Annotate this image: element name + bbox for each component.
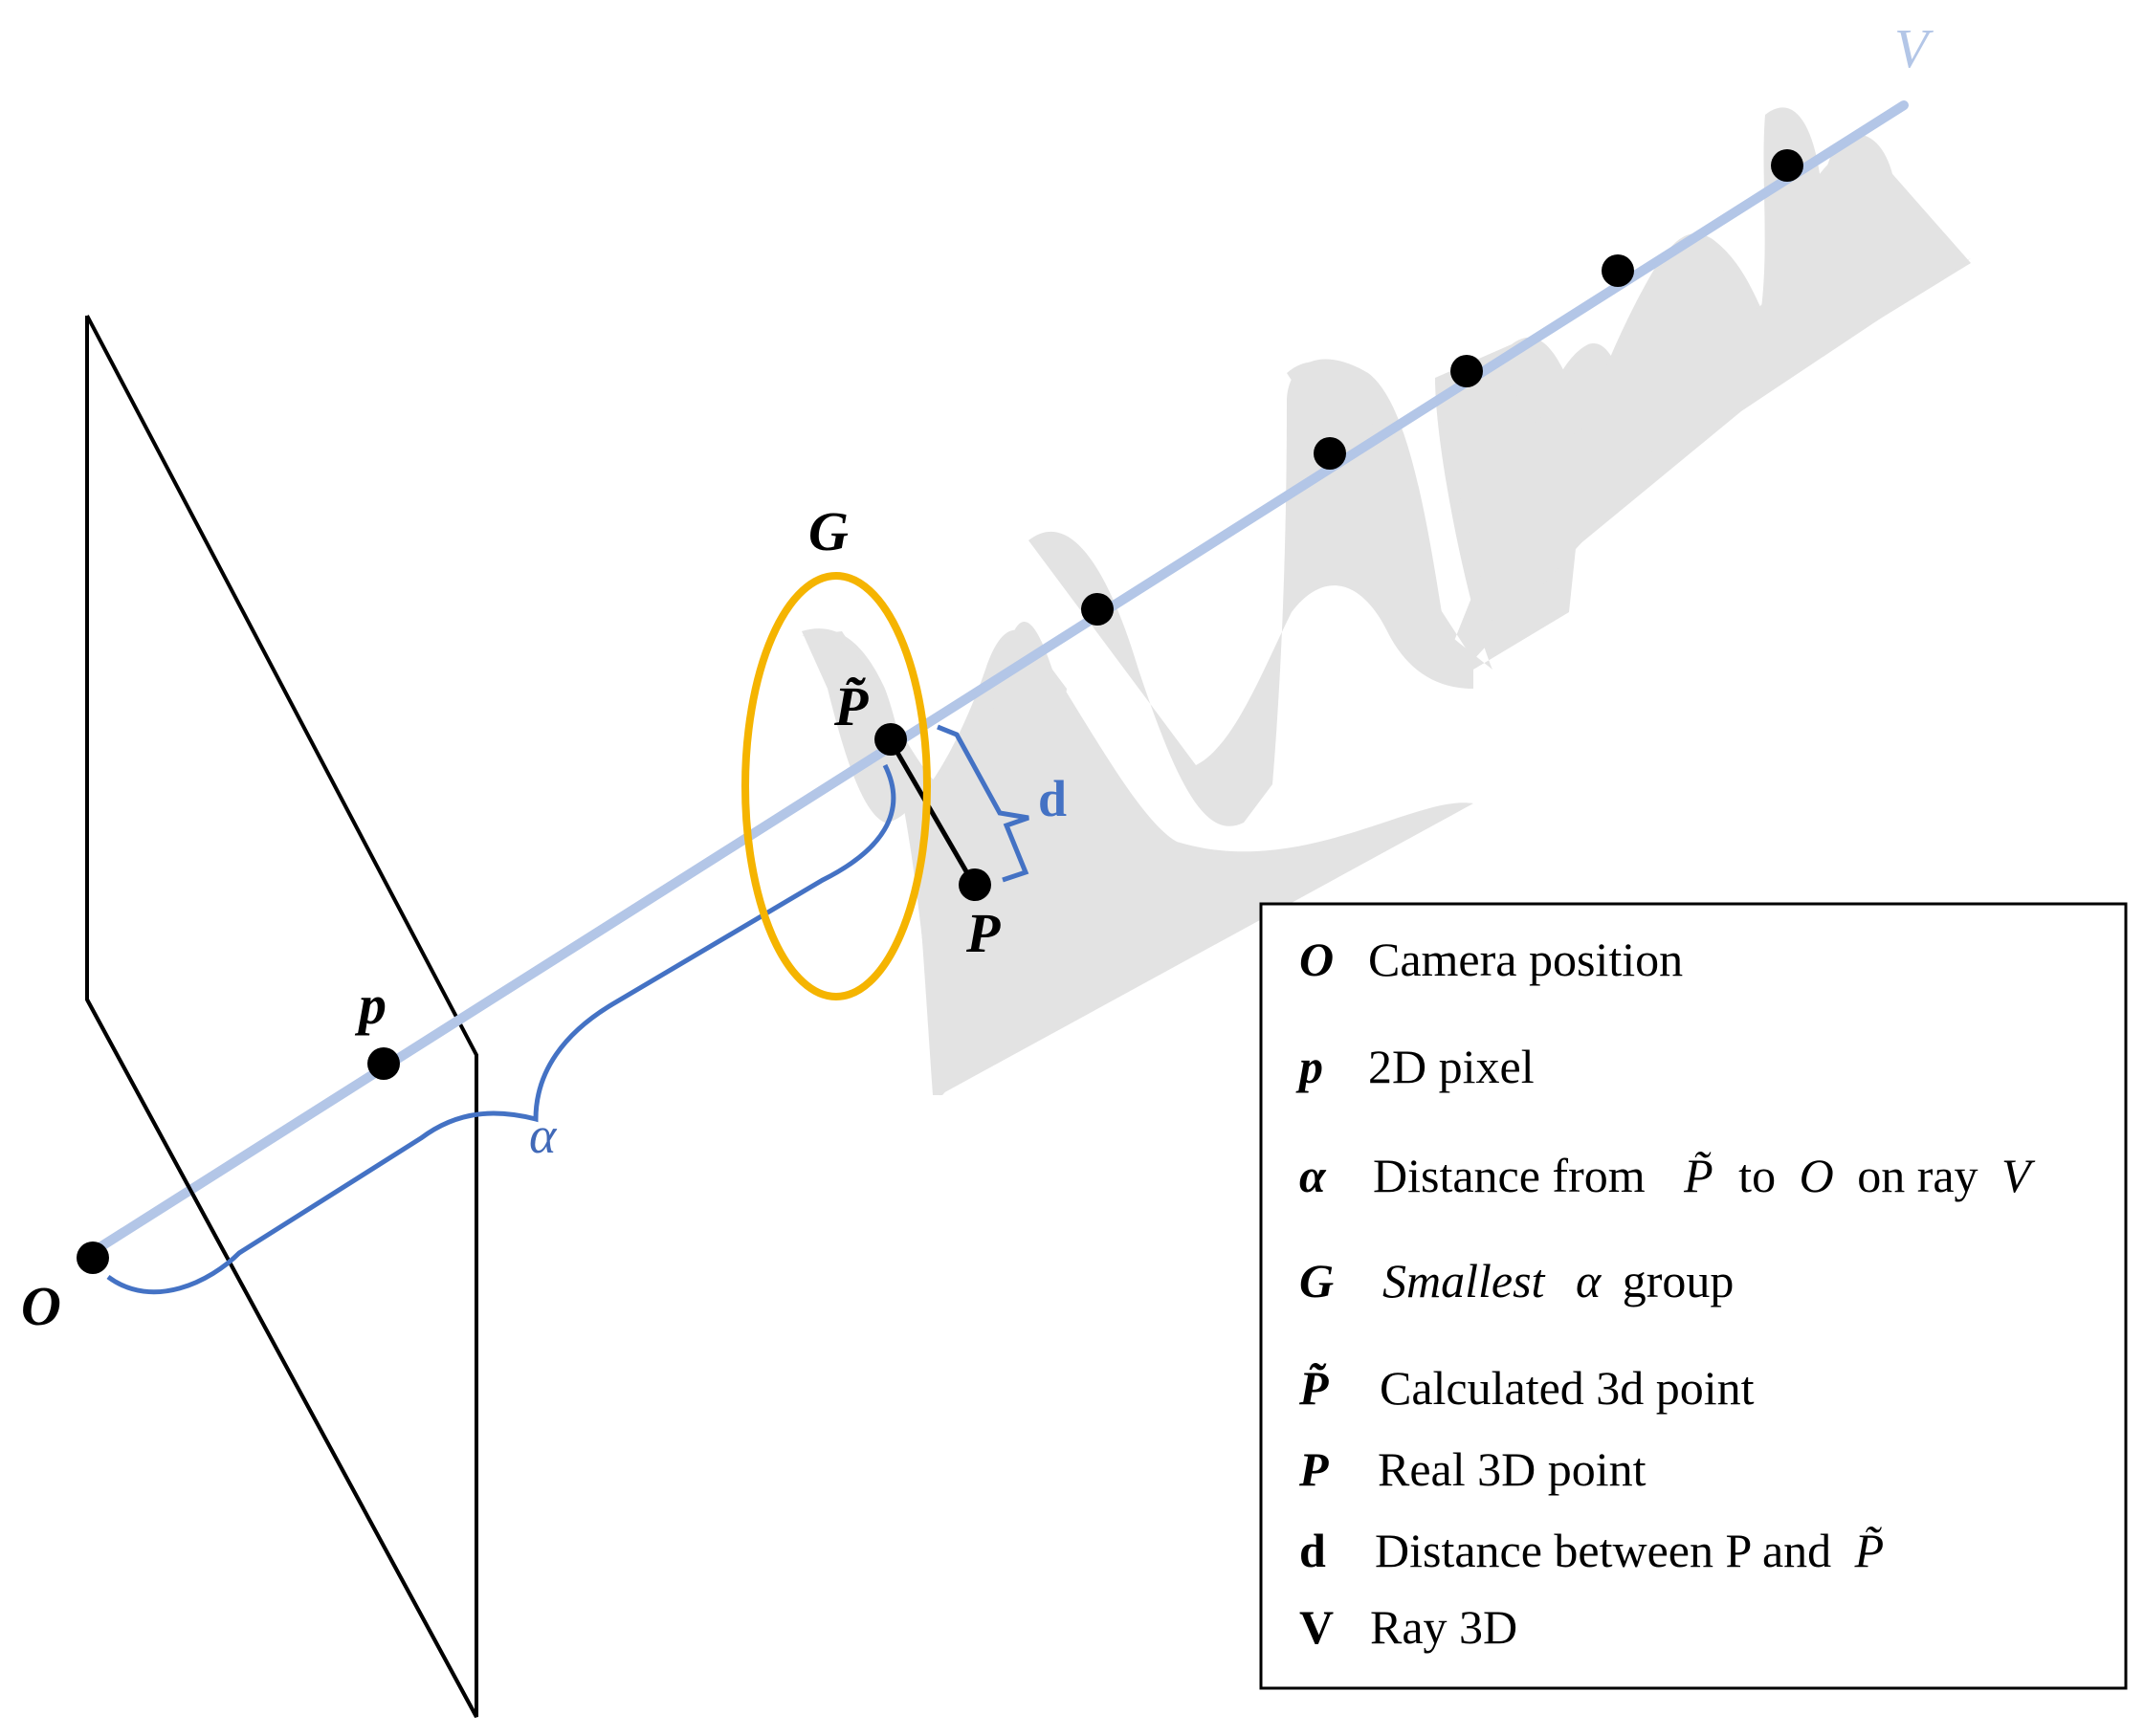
gaussian-shape-main	[802, 622, 1473, 1095]
label-g: G	[808, 500, 849, 562]
label-p-pixel: p	[354, 974, 387, 1036]
gaussian-shape-6	[1760, 107, 1971, 373]
legend-alpha-text-before: Distance from	[1373, 1149, 1646, 1202]
g-group-ellipse	[741, 572, 931, 1000]
legend-symbol-g: G	[1299, 1254, 1334, 1307]
legend-d-sym: P̃	[1854, 1524, 1885, 1577]
d-bracket	[937, 724, 1029, 883]
points	[77, 149, 1803, 1274]
point-ray-2	[1314, 437, 1346, 470]
point-ray-5	[1771, 149, 1803, 182]
legend-text-g: Smallest α group	[1382, 1254, 1734, 1307]
label-alpha: α	[529, 1107, 558, 1164]
legend-alpha-sym2: O	[1800, 1149, 1834, 1202]
legend-symbol-o: O	[1299, 933, 1334, 986]
legend-alpha-mid2: on ray	[1857, 1149, 1978, 1202]
point-ray-3	[1450, 355, 1483, 387]
label-p-tilde: P̃	[833, 675, 869, 737]
point-p-tilde	[874, 723, 907, 756]
gaussian-shape-2	[1028, 337, 1588, 826]
point-o	[77, 1242, 109, 1274]
point-p-pixel	[367, 1047, 400, 1080]
legend-alpha-sym1: P̃	[1683, 1149, 1713, 1202]
gaussian-distributions	[802, 107, 1971, 1095]
image-plane	[85, 315, 478, 1718]
alpha-brace	[106, 763, 896, 1295]
legend-text-alpha: Distance from P̃ to O on ray V	[1373, 1149, 2036, 1202]
legend-alpha-sym3: V	[2001, 1149, 2036, 1202]
legend: O Camera position p 2D pixel α Distance …	[1259, 902, 2128, 1690]
legend-alpha-mid1: to	[1738, 1149, 1776, 1202]
point-ray-4	[1602, 254, 1634, 287]
image-plane-front-edge	[85, 999, 478, 1718]
legend-text-p: 2D pixel	[1368, 1040, 1535, 1093]
legend-d-text-before: Distance between P and	[1375, 1524, 1831, 1577]
legend-symbol-p-real: P	[1298, 1442, 1329, 1496]
label-d: d	[1038, 770, 1067, 827]
legend-symbol-p-tilde: P̃	[1298, 1361, 1329, 1415]
legend-box	[1259, 902, 2128, 1690]
point-p-real	[959, 868, 991, 901]
legend-g-italic: Smallest	[1382, 1254, 1546, 1307]
gaussian-shape-3	[1287, 343, 1646, 660]
legend-symbol-p: p	[1295, 1040, 1323, 1093]
point-ray-1	[1081, 593, 1114, 626]
legend-text-v: Ray 3D	[1370, 1600, 1517, 1654]
legend-text-p-tilde: Calculated 3d point	[1380, 1361, 1755, 1415]
legend-g-after: group	[1623, 1254, 1735, 1307]
legend-symbol-v: V	[1299, 1600, 1334, 1654]
p-tilde-to-p-segment	[887, 737, 977, 887]
legend-symbol-d: d	[1299, 1524, 1326, 1577]
legend-text-p-real: Real 3D point	[1378, 1442, 1647, 1496]
label-o: O	[21, 1275, 61, 1337]
label-p-real: P	[965, 902, 1001, 964]
legend-symbol-alpha: α	[1299, 1149, 1327, 1202]
label-v: V	[1894, 17, 1934, 79]
legend-text-o: Camera position	[1368, 933, 1683, 986]
legend-text-d: Distance between P and P̃	[1375, 1524, 1884, 1577]
legend-g-sym: α	[1576, 1254, 1602, 1307]
